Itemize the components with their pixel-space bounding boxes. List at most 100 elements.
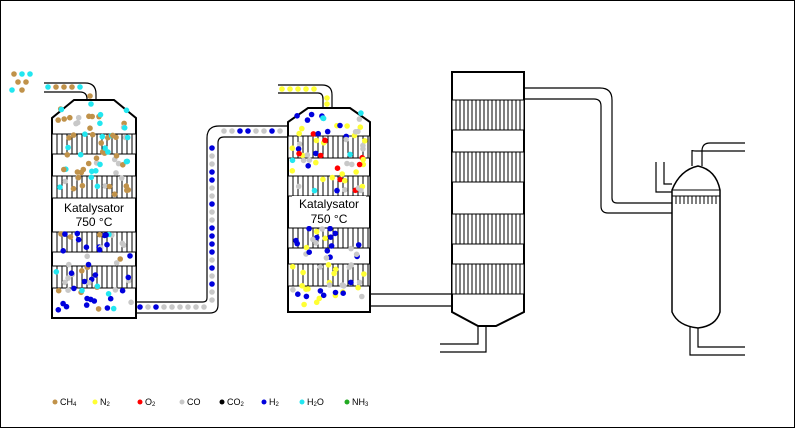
legend-h2-label: H2 (269, 397, 280, 408)
molecule (61, 116, 67, 122)
sep-left-pipe-b (663, 162, 672, 185)
molecule (64, 152, 71, 158)
molecule (359, 293, 365, 300)
molecule (229, 128, 235, 134)
legend-co2-label: CO2 (227, 397, 245, 408)
molecule (19, 71, 25, 77)
molecule (96, 231, 103, 238)
molecule (324, 95, 330, 101)
molecule (221, 128, 227, 134)
legend-h2o-swatch (299, 399, 305, 405)
reactor-1-molecules (9, 71, 283, 313)
legend-h2-swatch (261, 399, 267, 405)
legend-co: CO (179, 397, 201, 407)
molecule (61, 84, 67, 90)
molecule (334, 187, 340, 194)
molecule (306, 157, 313, 163)
molecule (300, 157, 307, 164)
molecule (79, 287, 85, 294)
molecule (98, 140, 104, 146)
legend-o2-swatch (137, 399, 143, 405)
molecule (81, 278, 88, 285)
molecule (299, 283, 305, 289)
hx-bank-1 (451, 99, 525, 131)
molecule (289, 145, 296, 151)
molecule (277, 128, 283, 134)
molecule (128, 299, 134, 306)
molecule (322, 137, 328, 144)
legend-ch4-swatch (52, 399, 58, 405)
inlet-pipe-2-top (278, 84, 333, 108)
molecule (348, 279, 354, 286)
molecule (70, 132, 77, 138)
reactor-2: Katalysator 750 °C (279, 86, 371, 313)
molecule (344, 160, 350, 167)
molecule (289, 168, 296, 174)
molecule (79, 182, 86, 189)
molecule (58, 106, 65, 113)
legend-nh3: NH3 (344, 397, 369, 408)
legend-o2-label: O2 (145, 397, 156, 408)
molecule (293, 237, 299, 244)
molecule (82, 131, 88, 137)
legend-co-label: CO (187, 397, 201, 407)
molecule (296, 150, 302, 157)
molecule (305, 163, 312, 169)
molecule (313, 137, 320, 144)
molecule (94, 183, 101, 190)
molecule (300, 269, 306, 276)
molecule (305, 286, 311, 292)
molecule (306, 249, 313, 255)
reactor-2-label-line2: 750 °C (311, 212, 348, 226)
molecule (92, 272, 99, 278)
legend-nh3-label: NH3 (352, 397, 369, 408)
molecule (332, 266, 339, 273)
molecule (106, 183, 113, 190)
molecule (105, 291, 112, 297)
molecule (299, 125, 305, 132)
molecule (304, 117, 311, 123)
molecule (123, 158, 130, 165)
molecule (209, 185, 215, 191)
molecule (123, 183, 130, 189)
molecule (112, 287, 119, 293)
molecule (71, 285, 77, 292)
molecule (66, 261, 72, 268)
molecule (332, 289, 339, 296)
molecule (66, 135, 72, 141)
molecule (356, 279, 363, 286)
molecule (209, 145, 215, 151)
molecule (68, 270, 75, 277)
molecule (86, 113, 92, 120)
molecule (320, 115, 326, 121)
molecule (325, 262, 332, 268)
molecule (103, 232, 109, 238)
sep-drain-inner (689, 327, 745, 356)
molecule (327, 225, 333, 232)
molecule (253, 128, 259, 134)
molecule (120, 162, 126, 168)
molecule (311, 86, 317, 92)
molecule (358, 187, 364, 194)
molecule (193, 304, 199, 310)
molecule (209, 281, 215, 287)
molecule (331, 270, 337, 277)
sep-top-pipe-outer (701, 142, 745, 166)
molecule (75, 236, 82, 243)
molecule (110, 305, 117, 312)
molecule (65, 275, 71, 281)
molecule (319, 226, 325, 232)
molecule (113, 153, 120, 159)
legend-n2-label: N2 (100, 397, 111, 408)
molecule (334, 165, 341, 171)
legend-ch4: CH4 (52, 397, 77, 408)
molecule (89, 131, 96, 138)
reactor-2-label-line1: Katalysator (299, 197, 359, 211)
molecule (356, 116, 363, 122)
molecule (85, 261, 92, 268)
molecule (115, 160, 122, 167)
molecule (125, 274, 132, 281)
molecule (74, 230, 81, 237)
molecule (75, 114, 82, 121)
